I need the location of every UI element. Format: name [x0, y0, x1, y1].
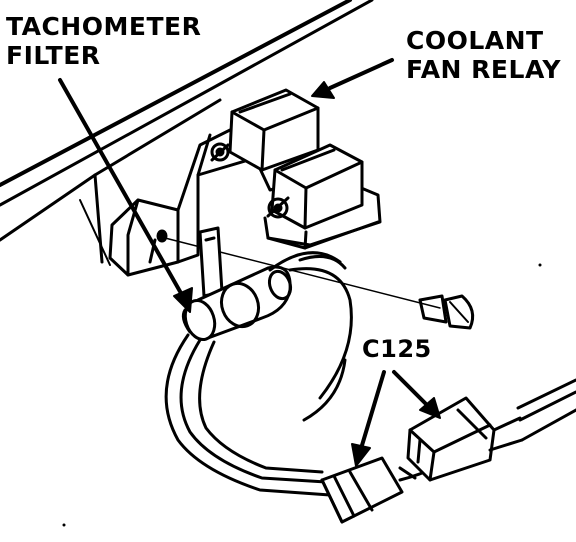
tachometer-filter-body — [181, 226, 293, 342]
tachometer-filter-label-line1: TACHOMETER — [6, 12, 202, 41]
coolant-fan-relay-label-line1: COOLANT — [406, 26, 544, 55]
coolant-fan-relay-label-line2: FAN RELAY — [406, 55, 562, 84]
wire-harness — [164, 251, 472, 497]
connector-c125-left — [320, 456, 417, 524]
coolant-fan-relay-label: COOLANT FAN RELAY — [406, 26, 561, 84]
connector-c125-label: C125 — [362, 335, 432, 363]
tachometer-filter-label: TACHOMETER FILTER — [6, 12, 201, 70]
relay-front — [266, 143, 364, 230]
speck — [62, 523, 66, 527]
panel-edges — [0, 0, 374, 266]
speck — [538, 263, 542, 267]
connector-c125-right — [406, 378, 576, 482]
relay-rear — [210, 88, 320, 172]
tachometer-filter-label-line2: FILTER — [6, 41, 101, 70]
leader-arrows — [58, 58, 441, 467]
